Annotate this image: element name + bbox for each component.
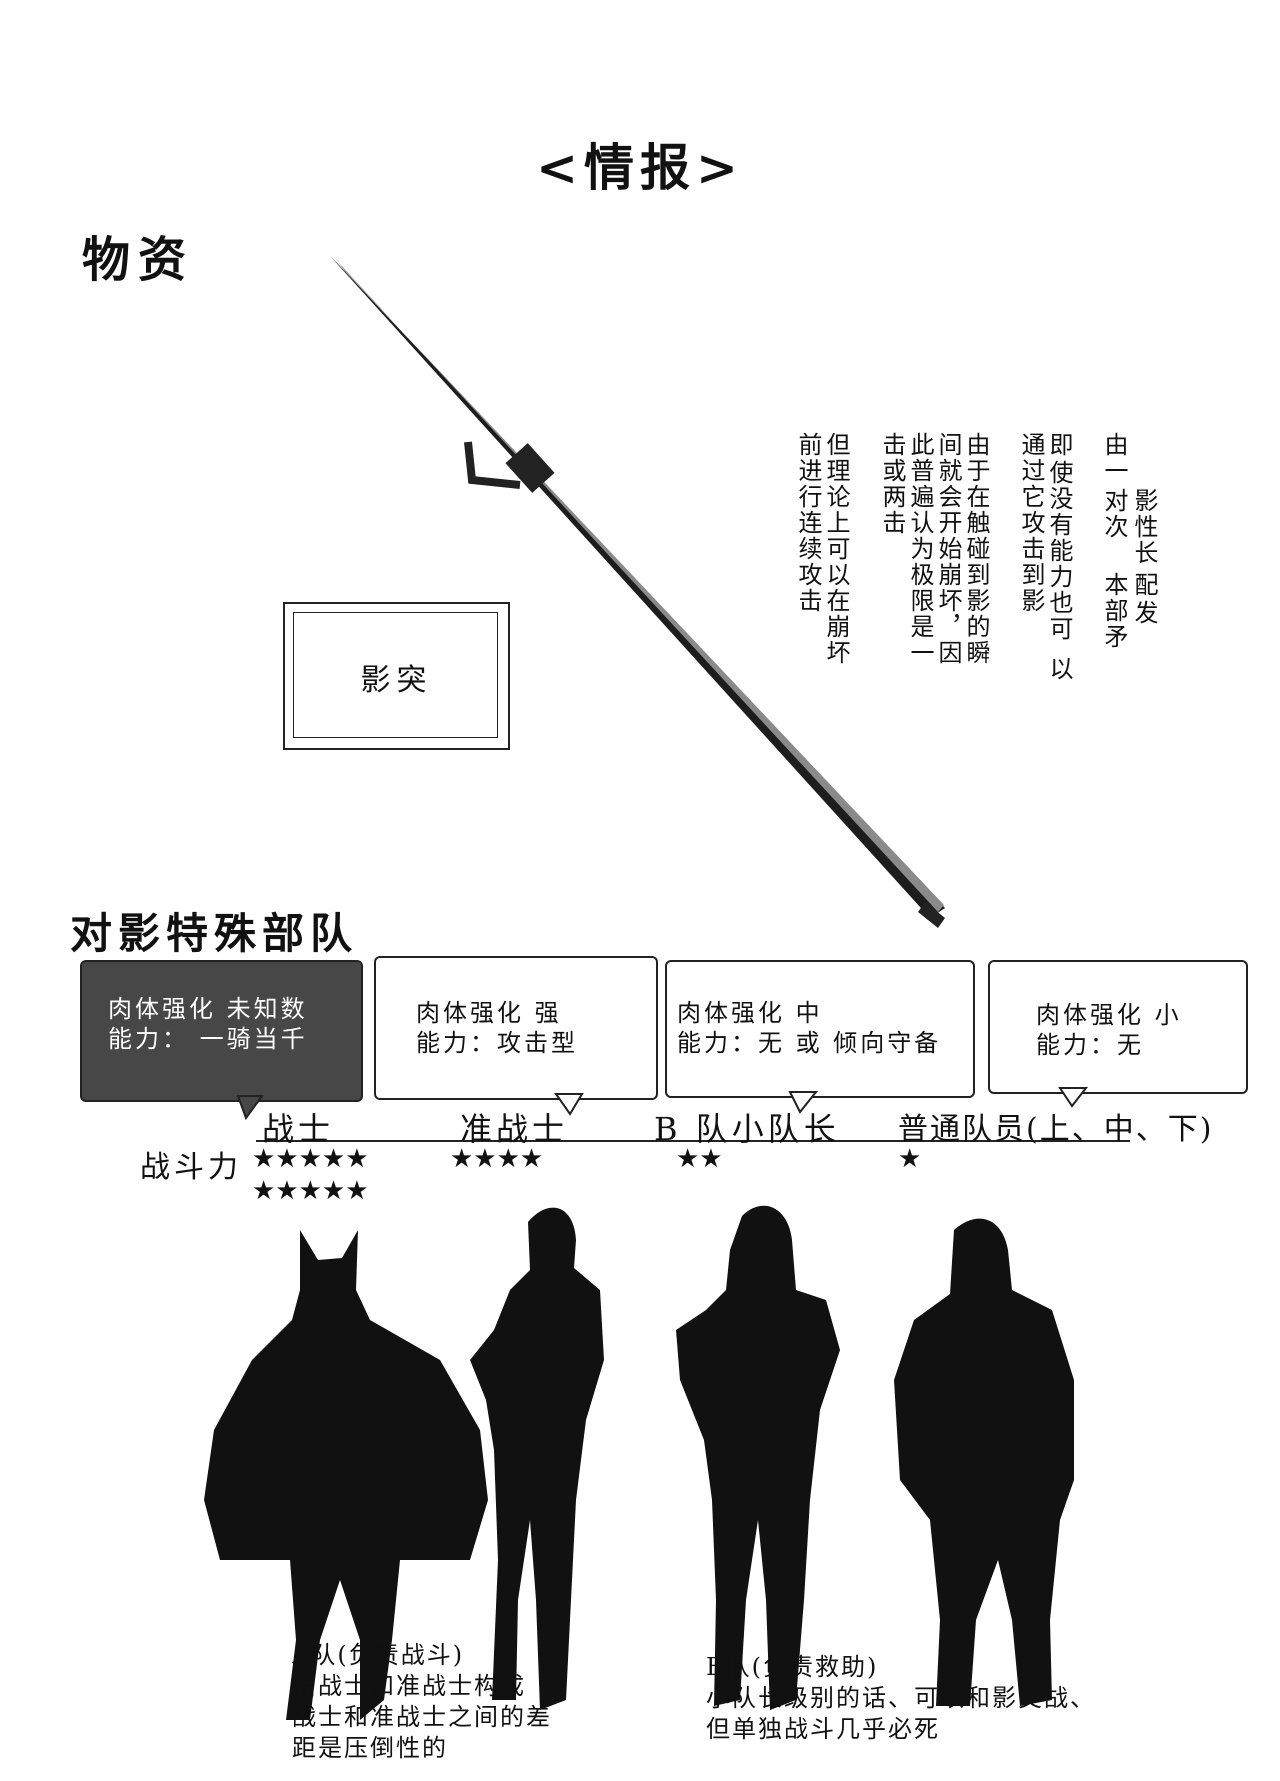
item-frame-label: 影突 bbox=[360, 663, 433, 698]
spear-text-column: 前进行连续攻击 bbox=[794, 432, 822, 614]
spear-text-column: 由于在触碰到影的瞬 bbox=[962, 432, 990, 666]
role-box-line: 能力：无 或 倾向守备 bbox=[677, 1029, 942, 1057]
team-a-caption-line: 由战士和准战士构成 bbox=[292, 1672, 526, 1700]
item-frame-inner bbox=[293, 612, 498, 738]
spear-text-column: 但理论上可以在崩坏 bbox=[822, 432, 850, 666]
section-heading-unit: 对影特殊部队 bbox=[70, 909, 359, 958]
spear-text-column: 由一 bbox=[1100, 432, 1128, 484]
role-box-line: 肉体强化 未知数 bbox=[108, 995, 308, 1023]
spear-text-column: 对次 bbox=[1100, 488, 1128, 540]
stars-b-squad-leader: ★★ bbox=[676, 1144, 723, 1174]
role-box-line: 肉体强化 小 bbox=[1036, 1001, 1182, 1029]
stars-warrior-row2: ★★★★★ bbox=[252, 1176, 369, 1206]
stars-warrior-row1: ★★★★★ bbox=[252, 1144, 369, 1174]
spear-text-column: 影性长 bbox=[1130, 488, 1158, 566]
role-box-line: 能力：无 bbox=[1036, 1031, 1144, 1059]
rank-label-b-squad-leader: B 队小队长 bbox=[654, 1110, 840, 1148]
rank-label-warrior: 战士 bbox=[262, 1110, 335, 1148]
team-a-caption-line: A队(负责战斗) bbox=[292, 1641, 465, 1669]
spear-text-column: 使没有能力也可 bbox=[1045, 460, 1073, 642]
spear-text-column: 发 bbox=[1130, 600, 1158, 626]
team-b-caption-line: 小队长级别的话、可以和影交战、 bbox=[706, 1684, 1096, 1712]
spear-text-column: 本部矛 bbox=[1100, 572, 1128, 650]
combat-power-label: 战斗力 bbox=[140, 1150, 242, 1185]
spear-text-column: 配 bbox=[1130, 572, 1158, 598]
role-box-regular-member: 肉体强化 小 能力：无 bbox=[988, 960, 1248, 1094]
team-b-caption-line: 但单独战斗几乎必死 bbox=[706, 1715, 940, 1743]
role-box-line: 能力：攻击型 bbox=[416, 1029, 578, 1057]
role-box-b-squad-leader: 肉体强化 中 能力：无 或 倾向守备 bbox=[665, 960, 975, 1098]
spear-text-column: 击或两击 bbox=[878, 432, 906, 536]
role-box-line: 肉体强化 中 bbox=[677, 999, 823, 1027]
team-a-caption: A队(负责战斗) 由战士和准战士构成 战士和准战士之间的差 距是压倒性的 bbox=[292, 1640, 552, 1764]
team-a-caption-line: 距是压倒性的 bbox=[292, 1734, 448, 1762]
stars-regular-member: ★ bbox=[898, 1144, 922, 1174]
spear-text-column: 此普遍认为极限是一 bbox=[906, 432, 934, 666]
team-a-caption-line: 战士和准战士之间的差 bbox=[292, 1703, 552, 1731]
rank-label-regular-member: 普通队员(上、中、下) bbox=[898, 1112, 1214, 1147]
page-title: <情报> bbox=[536, 138, 744, 197]
spear-text-column: 通过它攻击到影 bbox=[1017, 432, 1045, 614]
team-b-caption-line: B队(负责救助) bbox=[706, 1653, 879, 1681]
spear-text-column: 间就会开始崩坏，因 bbox=[934, 432, 962, 666]
stars-quasi-warrior: ★★★★ bbox=[450, 1144, 544, 1174]
item-frame bbox=[283, 602, 510, 750]
role-box-line: 肉体强化 强 bbox=[416, 999, 562, 1027]
section-heading-supplies: 物资 bbox=[82, 232, 195, 288]
role-box-warrior: 肉体强化 未知数 能力： 一骑当千 bbox=[80, 960, 363, 1102]
spear-text-column: 以 bbox=[1045, 656, 1073, 682]
rank-label-quasi-warrior: 准战士 bbox=[460, 1110, 569, 1148]
role-box-line: 能力： 一骑当千 bbox=[108, 1025, 308, 1053]
role-box-quasi-warrior: 肉体强化 强 能力：攻击型 bbox=[374, 956, 658, 1100]
spear-text-column: 即 bbox=[1045, 432, 1073, 458]
team-b-caption: B队(负责救助) 小队长级别的话、可以和影交战、 但单独战斗几乎必死 bbox=[706, 1652, 1096, 1745]
